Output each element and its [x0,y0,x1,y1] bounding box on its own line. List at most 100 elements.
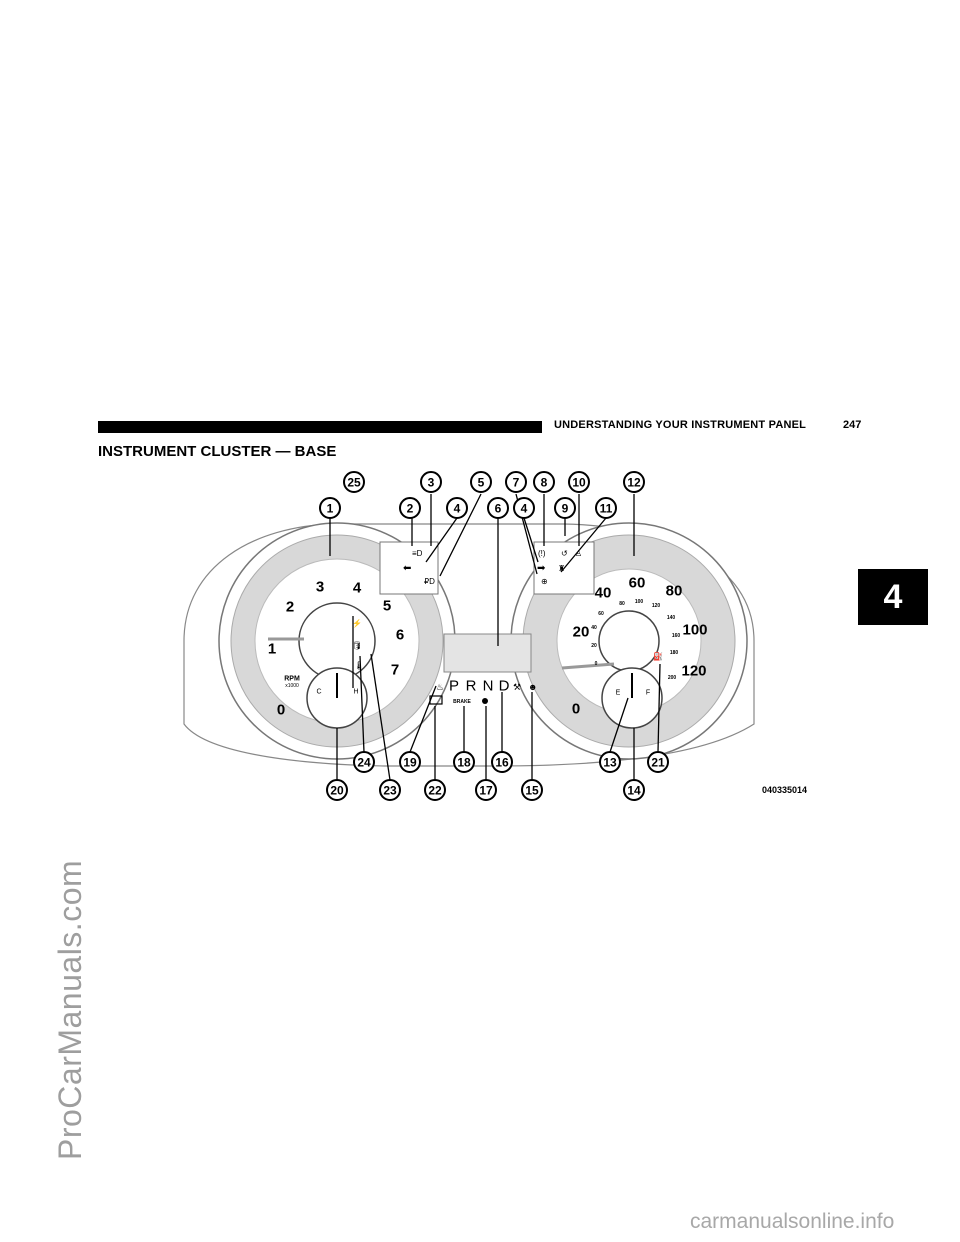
bottom-watermark: carmanualsonline.info [690,1210,895,1233]
callout-circle [623,471,645,493]
mph-number-120: 120 [681,663,706,680]
callout-label: 19 [403,756,417,770]
callout-circle [399,497,421,519]
callout-label: 6 [495,502,502,516]
front-fog-light-icon: ₽D [424,577,435,586]
security-alarm-icon: ⊕ [541,577,548,586]
four-wheel-drive-icon: ⚒ [513,682,521,692]
callout-circle [470,471,492,493]
callout-circle [647,751,669,773]
gear-d: D [499,678,510,695]
callout-label: 10 [572,476,586,490]
tach-number-0: 0 [277,702,285,719]
callout-label: 23 [383,784,397,798]
odometer-display [443,633,532,673]
temp-hot-label: H [353,689,358,696]
mph-number-80: 80 [666,583,683,600]
callout-label: 13 [603,756,617,770]
tach-units-sub: x1000 [285,683,299,689]
instrument-cluster-figure: 0 1 2 3 4 5 6 7 RPM x1000 ⚡ 🛢 🌡 C H 0 20… [144,466,856,806]
callout-label: 4 [454,502,461,516]
kmh-number-120: 120 [652,603,661,609]
callout-circle [399,751,421,773]
callout-circle [513,497,535,519]
gear-r: R [466,678,477,695]
mph-number-40: 40 [595,585,612,602]
fuel-gauge: E F [601,667,663,729]
fuel-pump-icon: ⛽ [653,651,663,661]
callout-circle [353,751,375,773]
callout-leaders [329,493,661,781]
left-indicator-window [379,541,439,595]
section-title: INSTRUMENT CLUSTER — BASE [98,443,337,460]
callout-circle [446,497,468,519]
fuel-full-label: F [646,690,650,697]
callout-label: 25 [347,476,361,490]
callout-label: 24 [357,756,371,770]
callout-label: 12 [627,476,641,490]
callout-label: 3 [428,476,435,490]
tachometer-gauge: 0 1 2 3 4 5 6 7 RPM x1000 ⚡ 🛢 🌡 [218,522,456,760]
callout-label: 11 [600,502,613,516]
callout-label: 20 [330,784,344,798]
callout-label: 1 [327,502,334,516]
tire-pressure-icon: (!) [538,549,546,558]
mph-number-0: 0 [572,701,580,718]
chapter-number: 4 [883,577,903,616]
mph-number-60: 60 [629,575,646,592]
callout-label: 15 [525,784,539,798]
mph-number-20: 20 [573,624,590,641]
page-number: 247 [843,419,862,431]
traction-control-icon: ♜ [558,564,565,573]
cluster-illustration: 0 1 2 3 4 5 6 7 RPM x1000 ⚡ 🛢 🌡 C H 0 20… [183,471,807,801]
fuel-empty-label: E [616,690,621,697]
charging-warning-icon: ⚡ [352,618,362,628]
oil-pressure-icon: 🛢 [352,641,362,650]
tach-number-7: 7 [391,662,399,679]
figure-code: 040335014 [762,785,807,795]
callout-circle [623,779,645,801]
callout-circle [533,471,555,493]
callout-label: 17 [479,784,493,798]
callout-label: 21 [651,756,665,770]
tach-number-1: 1 [268,641,276,658]
brake-warning-label: BRAKE [453,699,471,705]
side-watermark: ProCarManuals.com [52,859,88,1160]
seatbelt-icon: ♙ [575,549,582,558]
chapter-tab: 4 [858,569,928,625]
callout-circle [319,497,341,519]
callout-label: 8 [541,476,548,490]
callout-circle [487,497,509,519]
temperature-gauge: C H [306,667,368,729]
callout-circle [521,779,543,801]
callout-circle [343,471,365,493]
kmh-number-40: 40 [591,625,597,631]
callout-circle [491,751,513,773]
callout-circle [505,471,527,493]
kmh-number-160: 160 [672,633,681,639]
mph-number-100: 100 [682,622,707,639]
callout-label: 5 [478,476,485,490]
callout-label: 14 [627,784,641,798]
check-engine-icon [482,698,488,704]
callout-label: 18 [457,756,471,770]
cluster-housing [183,523,755,767]
callout-circle [424,779,446,801]
low-fuel-icon: ♨ [436,682,444,692]
callout-circle [554,497,576,519]
running-head: UNDERSTANDING YOUR INSTRUMENT PANEL [554,419,807,431]
gear-p: P [449,678,459,695]
kmh-number-100: 100 [635,599,644,605]
tach-number-2: 2 [286,599,294,616]
callout-circle [326,779,348,801]
engine-temp-icon: 🌡 [354,661,364,670]
tach-number-6: 6 [396,627,404,644]
header-rule [98,421,542,433]
left-turn-signal-icon: ⬅ [403,563,411,574]
callout-circle [595,497,617,519]
callout-label: 16 [495,756,509,770]
kmh-number-180: 180 [670,650,679,656]
tach-number-4: 4 [353,580,362,597]
tach-number-3: 3 [316,579,324,596]
